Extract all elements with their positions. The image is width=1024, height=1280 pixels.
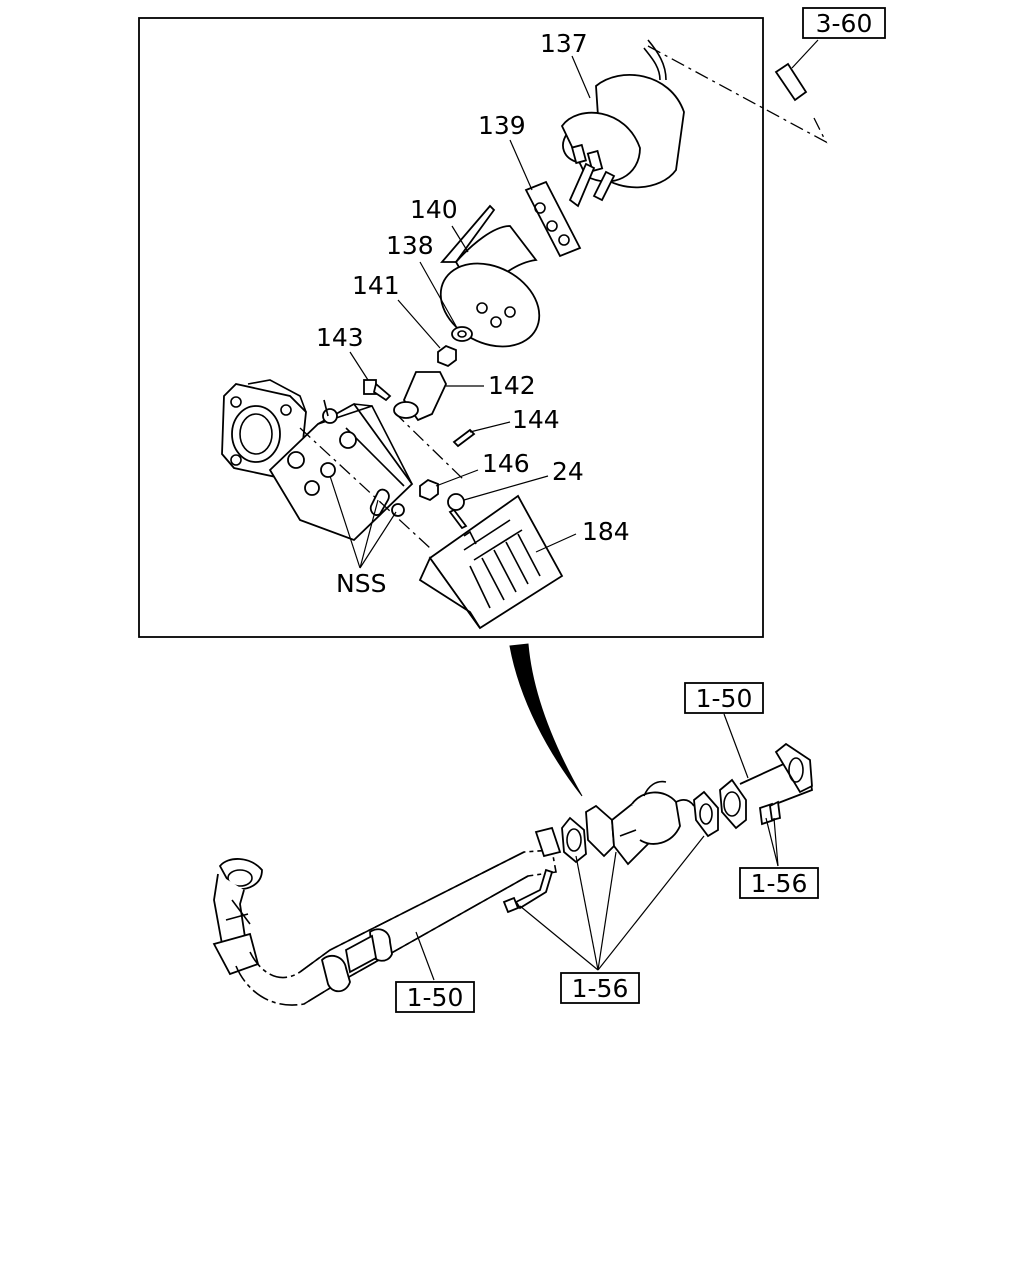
actuator-chamber-137 bbox=[560, 39, 685, 208]
valve-assembly bbox=[585, 780, 695, 866]
ref-label-1-56-right: 1-56 bbox=[751, 869, 808, 898]
ref-box-1-56-lower: 1-56 bbox=[519, 835, 705, 1004]
callout-nss: NSS bbox=[336, 569, 386, 598]
leader-140 bbox=[451, 225, 469, 253]
ref-box-3-60: 3-60 bbox=[774, 7, 886, 102]
callout-141: 141 bbox=[352, 271, 400, 300]
heat-shield-184 bbox=[418, 494, 564, 630]
leader-184 bbox=[535, 533, 577, 553]
detail-pointer-arrow bbox=[509, 643, 583, 797]
leader-144 bbox=[469, 421, 511, 433]
nut-141 bbox=[437, 344, 457, 368]
callout-24: 24 bbox=[552, 457, 584, 486]
leader-141 bbox=[397, 299, 441, 349]
callout-137: 137 bbox=[540, 29, 588, 58]
callout-139: 139 bbox=[478, 111, 526, 140]
nut-146 bbox=[419, 478, 439, 502]
callout-184: 184 bbox=[582, 517, 630, 546]
leader-146 bbox=[435, 469, 479, 487]
lever-142 bbox=[393, 371, 447, 422]
bolt-lower bbox=[502, 868, 554, 914]
ref-label-1-50-upper: 1-50 bbox=[696, 684, 753, 713]
hose-part bbox=[774, 62, 808, 102]
washer-138 bbox=[451, 326, 473, 342]
ref-box-1-50-upper: 1-50 bbox=[684, 682, 764, 779]
rear-exhaust-pipe bbox=[719, 742, 813, 830]
bracket-140 bbox=[439, 204, 541, 348]
callout-143: 143 bbox=[316, 323, 364, 352]
centerline-hose bbox=[647, 45, 828, 144]
leader-137 bbox=[571, 55, 591, 99]
bolt-24 bbox=[447, 493, 468, 530]
leader-nss-2 bbox=[359, 511, 397, 569]
leader-139 bbox=[509, 139, 533, 191]
ref-label-3-60: 3-60 bbox=[816, 9, 873, 38]
pin-144 bbox=[452, 428, 476, 448]
front-exhaust-pipe bbox=[212, 826, 562, 1006]
gasket-139 bbox=[524, 180, 582, 258]
ref-box-1-56-right: 1-56 bbox=[739, 817, 819, 899]
ref-label-1-50-lower: 1-50 bbox=[407, 983, 464, 1012]
gasket-rear bbox=[693, 790, 719, 838]
centerline-lever bbox=[393, 411, 465, 481]
callout-144: 144 bbox=[512, 405, 560, 434]
ref-box-1-50-lower: 1-50 bbox=[395, 931, 475, 1013]
gasket-front bbox=[561, 816, 587, 864]
callout-140: 140 bbox=[410, 195, 458, 224]
leader-138 bbox=[419, 261, 457, 327]
ref-label-1-56-lower: 1-56 bbox=[572, 974, 629, 1003]
leader-143 bbox=[349, 351, 369, 381]
callout-146: 146 bbox=[482, 449, 530, 478]
callout-142: 142 bbox=[488, 371, 536, 400]
centerline-valve bbox=[299, 427, 431, 549]
callout-138: 138 bbox=[386, 231, 434, 260]
leader-nss-3 bbox=[359, 499, 379, 569]
leader-24 bbox=[463, 475, 549, 501]
leader-nss-1 bbox=[329, 475, 361, 569]
bolt-143 bbox=[363, 379, 392, 402]
